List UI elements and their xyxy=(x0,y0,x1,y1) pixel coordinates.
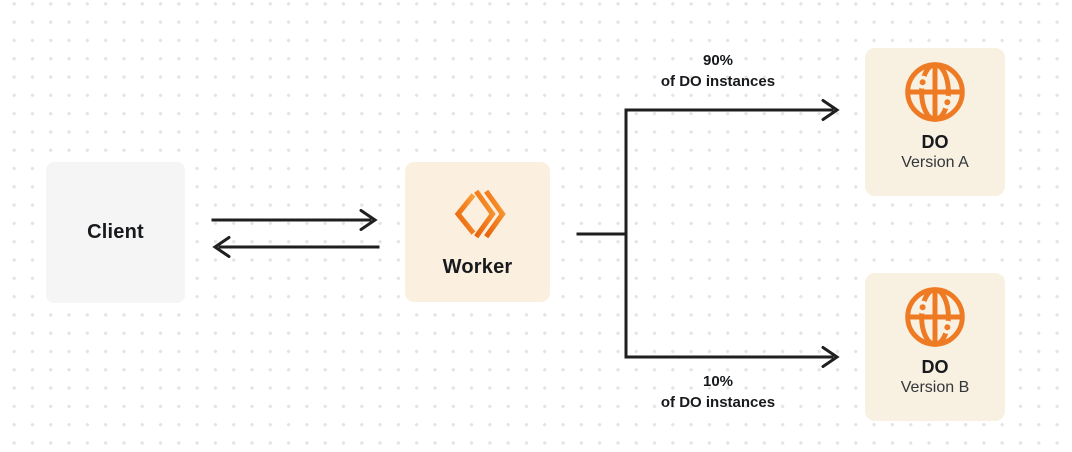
do-b-title: DO xyxy=(921,357,949,377)
do-version-a-node: DO Version A xyxy=(865,48,1005,196)
bottom-edge-label: 10% of DO instances xyxy=(603,371,833,413)
do-version-b-node: DO Version B xyxy=(865,273,1005,421)
bottom-edge-label-text: of DO instances xyxy=(660,394,776,411)
do-a-subtitle: Version A xyxy=(901,154,969,171)
worker-to-client-arrow xyxy=(212,236,380,258)
bottom-edge-label-percent: 10% xyxy=(702,373,734,390)
worker-label: Worker xyxy=(442,256,513,278)
globe-icon xyxy=(905,62,965,122)
client-node: Client xyxy=(46,162,185,303)
top-edge-label: 90% of DO instances xyxy=(603,50,833,92)
top-edge-label-percent: 90% xyxy=(702,52,734,69)
worker-split-connector xyxy=(576,108,628,359)
globe-icon xyxy=(905,287,965,347)
top-edge-label-text: of DO instances xyxy=(660,73,776,90)
client-label: Client xyxy=(87,221,144,243)
client-to-worker-arrow xyxy=(211,209,378,231)
do-b-subtitle: Version B xyxy=(900,379,970,396)
split-to-do-a-arrow xyxy=(624,99,840,121)
workers-logo-icon xyxy=(454,189,506,239)
do-a-title: DO xyxy=(921,132,949,152)
split-to-do-b-arrow xyxy=(624,346,840,368)
worker-node: Worker xyxy=(405,162,550,302)
